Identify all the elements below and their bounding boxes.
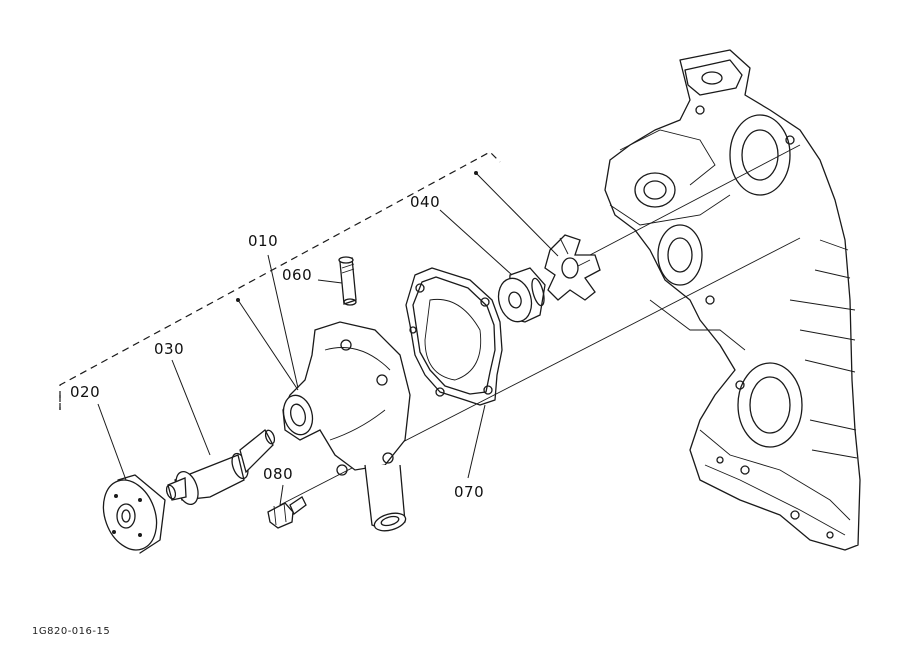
- label-080: 080: [263, 465, 294, 483]
- part-070-gasket: [405, 267, 503, 406]
- label-030: 030: [154, 340, 185, 358]
- label-020: 020: [70, 383, 101, 401]
- engine-block: [604, 49, 861, 551]
- label-060: 060: [282, 266, 313, 284]
- label-010: 010: [248, 232, 279, 250]
- assembly-bracket: [59, 151, 501, 410]
- drawing-id: 1G820-016-15: [32, 626, 111, 637]
- part-020-flange: [102, 474, 166, 554]
- part-080-bolt: [267, 496, 307, 529]
- label-040: 040: [410, 193, 441, 211]
- part-010-pump-body: [282, 321, 411, 532]
- label-070: 070: [454, 483, 485, 501]
- part-040-seal: [497, 267, 546, 323]
- part-060-pin: [338, 256, 357, 306]
- impeller: [544, 234, 601, 301]
- leader-lines: [97, 171, 559, 506]
- part-030-shaft: [165, 429, 276, 505]
